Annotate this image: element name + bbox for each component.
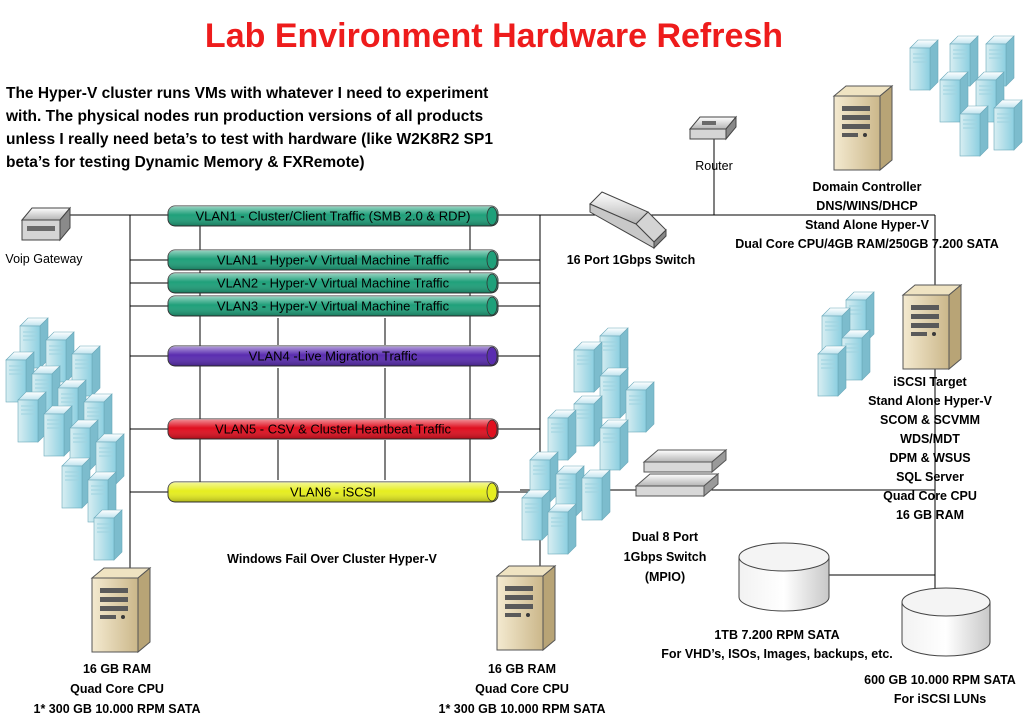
cluster-node-2-server-icon <box>496 565 556 651</box>
iscsi-label-1: iSCSI Target <box>893 375 967 389</box>
node2-label-1: 16 GB RAM <box>488 662 556 676</box>
disk-1tb-icon <box>738 542 830 612</box>
node2-label-3: 1* 300 GB 10.000 RPM SATA <box>439 702 606 716</box>
node2-label-2: Quad Core CPU <box>475 682 569 696</box>
disk2-label-1: 600 GB 10.000 RPM SATA <box>864 673 1016 687</box>
dc-label-2: DNS/WINS/DHCP <box>816 199 917 213</box>
vlan-label-4: VLAN3 - Hyper-V Virtual Machine Traffic <box>217 299 450 314</box>
iscsi-target-server-icon <box>902 284 962 370</box>
vlan-label-7: VLAN6 - iSCSI <box>290 485 376 500</box>
dc-label-4: Dual Core CPU/4GB RAM/250GB 7.200 SATA <box>735 237 999 251</box>
voip-gateway-label: Voip Gateway <box>5 252 83 266</box>
switch-16-port-icon <box>589 191 667 250</box>
disk2-label-2: For iSCSI LUNs <box>894 692 986 706</box>
left-vm-stack <box>5 317 125 561</box>
node1-label-3: 1* 300 GB 10.000 RPM SATA <box>34 702 201 716</box>
disk-600gb-icon <box>901 587 991 657</box>
vlan-label-1: VLAN1 - Cluster/Client Traffic (SMB 2.0 … <box>195 209 470 224</box>
dual-switch-label-1: Dual 8 Port <box>632 530 699 544</box>
intro-line-1: The Hyper-V cluster runs VMs with whatev… <box>6 85 488 102</box>
iscsi-label-4: WDS/MDT <box>900 432 960 446</box>
voip-gateway-icon <box>20 206 72 242</box>
router-icon <box>688 115 738 141</box>
dc-label-1: Domain Controller <box>812 180 921 194</box>
intro-line-2: with. The physical nodes run production … <box>5 108 483 125</box>
page-title: Lab Environment Hardware Refresh <box>205 17 783 55</box>
network-links <box>45 135 936 615</box>
vlan-pipe-1: VLAN1 - Cluster/Client Traffic (SMB 2.0 … <box>167 205 499 227</box>
intro-line-4: beta’s for testing Dynamic Memory & FXRe… <box>6 154 365 171</box>
vlan-pipe-2: VLAN1 - Hyper-V Virtual Machine Traffic <box>167 249 499 271</box>
iscsi-label-7: Quad Core CPU <box>883 489 977 503</box>
vlan-pipe-5: VLAN4 -Live Migration Traffic <box>167 345 499 367</box>
node1-label-2: Quad Core CPU <box>70 682 164 696</box>
router-label: Router <box>695 159 733 173</box>
dual-switch-label-3: (MPIO) <box>645 570 685 584</box>
iscsi-label-5: DPM & WSUS <box>889 451 970 465</box>
iscsi-label-8: 16 GB RAM <box>896 508 964 522</box>
vlan-label-3: VLAN2 - Hyper-V Virtual Machine Traffic <box>217 276 450 291</box>
node1-label-1: 16 GB RAM <box>83 662 151 676</box>
intro-line-3: unless I really need beta’s to test with… <box>6 131 493 148</box>
iscsi-label-3: SCOM & SCVMM <box>880 413 980 427</box>
dual-switch-icon <box>635 449 727 497</box>
iscsi-vm-stack <box>817 291 875 397</box>
vlan-pipe-3: VLAN2 - Hyper-V Virtual Machine Traffic <box>167 272 499 294</box>
vlan-label-2: VLAN1 - Hyper-V Virtual Machine Traffic <box>217 253 450 268</box>
vlan-pipes: VLAN1 - Cluster/Client Traffic (SMB 2.0 … <box>167 205 499 503</box>
switch-16-port-label: 16 Port 1Gbps Switch <box>567 253 696 267</box>
cluster-node-1-server-icon <box>91 567 151 653</box>
iscsi-label-6: SQL Server <box>896 470 964 484</box>
right-vm-stack <box>521 327 655 555</box>
domain-controller-server-icon <box>833 85 893 171</box>
cluster-label: Windows Fail Over Cluster Hyper-V <box>227 552 437 566</box>
vlan-pipe-7: VLAN6 - iSCSI <box>167 481 499 503</box>
vlan-pipe-6: VLAN5 - CSV & Cluster Heartbeat Traffic <box>167 418 499 440</box>
vlan-pipe-4: VLAN3 - Hyper-V Virtual Machine Traffic <box>167 295 499 317</box>
dual-switch-label-2: 1Gbps Switch <box>624 550 707 564</box>
disk1-label-2: For VHD’s, ISOs, Images, backups, etc. <box>661 647 893 661</box>
iscsi-label-2: Stand Alone Hyper-V <box>868 394 993 408</box>
disk1-label-1: 1TB 7.200 RPM SATA <box>714 628 839 642</box>
vlan-label-6: VLAN5 - CSV & Cluster Heartbeat Traffic <box>215 422 452 437</box>
dc-label-3: Stand Alone Hyper-V <box>805 218 930 232</box>
vlan-label-5: VLAN4 -Live Migration Traffic <box>249 349 418 364</box>
dc-vm-stack <box>909 35 1023 157</box>
